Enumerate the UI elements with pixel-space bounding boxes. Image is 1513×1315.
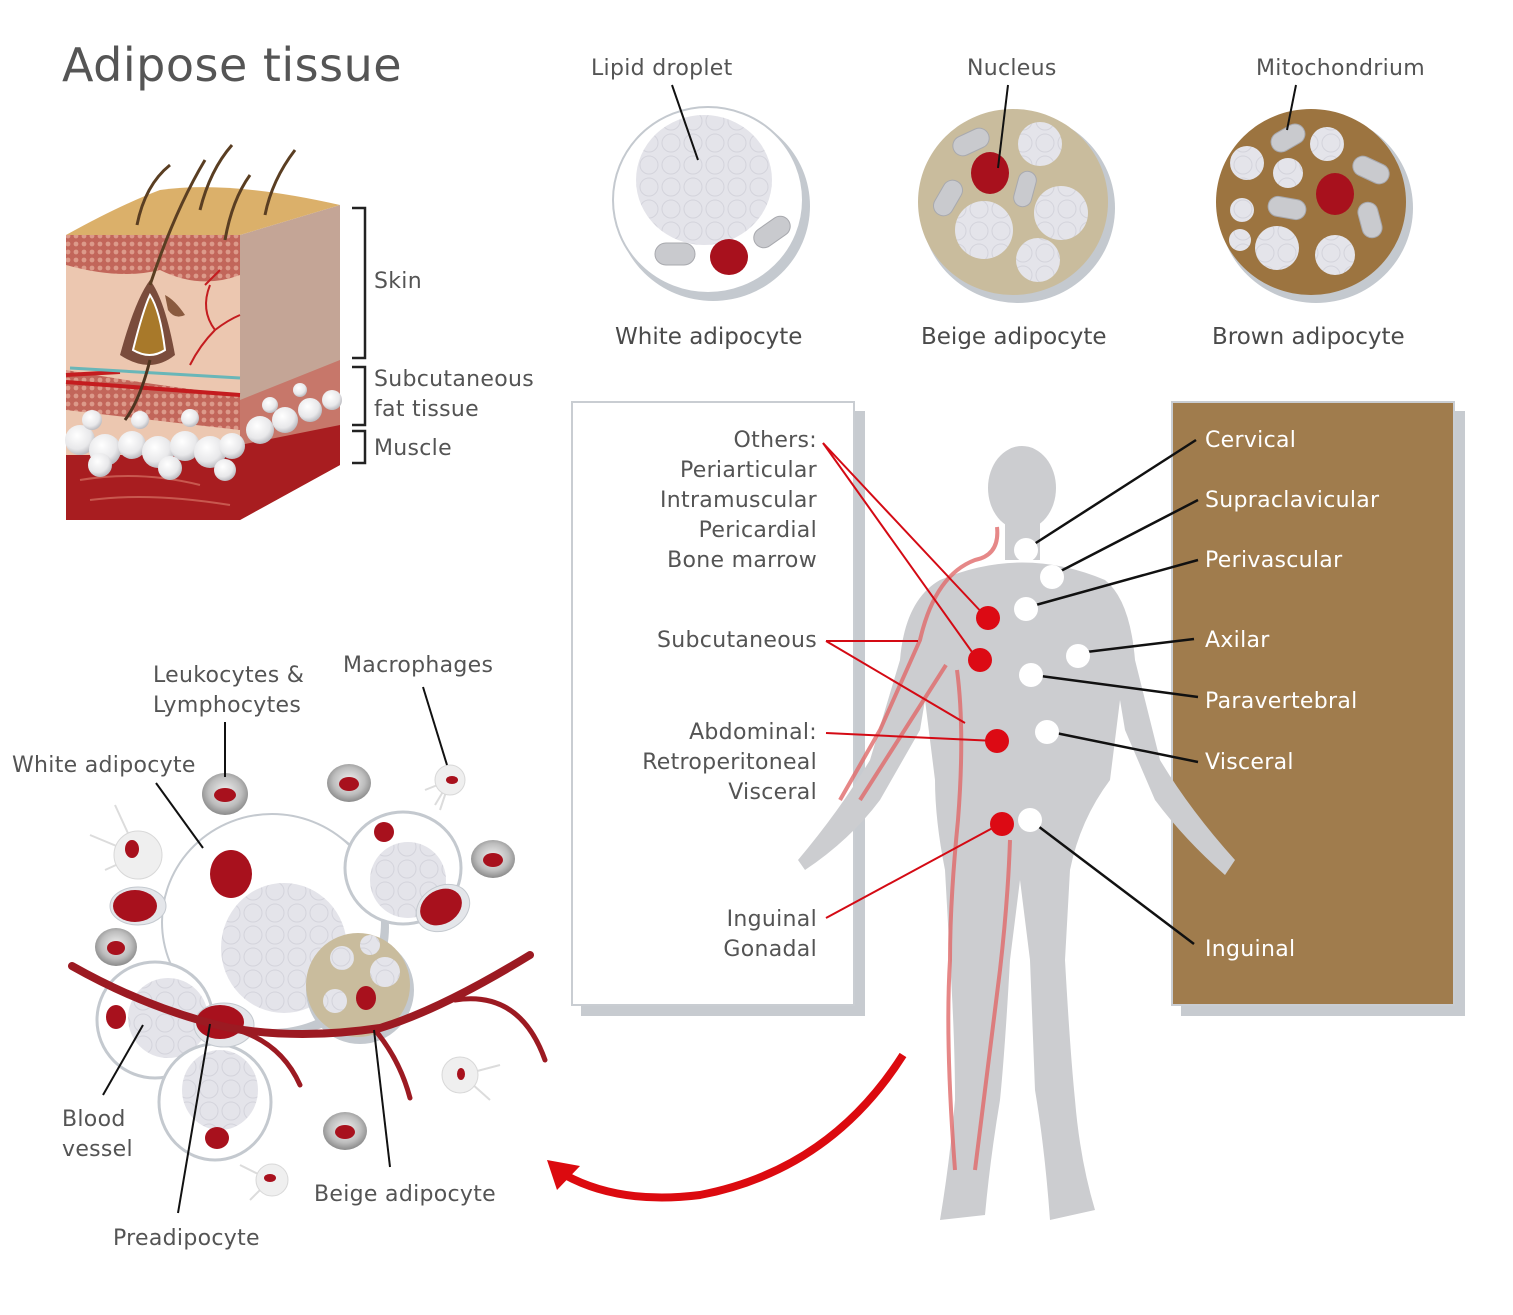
location-cervical: Cervical: [1205, 428, 1297, 453]
location-bone-marrow: Bone marrow: [667, 548, 817, 573]
tissue-composition-cluster: [68, 764, 548, 1201]
label-blood: Blood: [62, 1107, 126, 1132]
location-intramuscular: Intramuscular: [660, 488, 817, 513]
location-subcutaneous: Subcutaneous: [657, 628, 817, 653]
location-retroperitoneal: Retroperitoneal: [642, 750, 817, 775]
label-macrophages: Macrophages: [343, 653, 494, 678]
location-gonadal: Gonadal: [723, 937, 817, 962]
brown-fat-locations-panel: [1171, 401, 1455, 1006]
location-inguinal-brown: Inguinal: [1205, 937, 1296, 962]
location-supraclavicular: Supraclavicular: [1205, 488, 1380, 513]
marker-others-2: [968, 648, 992, 672]
location-inguinal-white: Inguinal: [726, 907, 817, 932]
white-fat-locations-panel: [571, 401, 855, 1006]
label-leukocytes: Leukocytes &: [153, 663, 305, 688]
callout-mitochondrium: Mitochondrium: [1256, 56, 1426, 81]
layer-label-skin: Skin: [374, 269, 422, 294]
white-fat-markers: [968, 606, 1014, 836]
white-adipocyte-cell: [612, 106, 810, 301]
caption-beige-adipocyte: Beige adipocyte: [921, 324, 1107, 350]
label-beige-adipocyte: Beige adipocyte: [314, 1182, 496, 1207]
label-preadipocyte: Preadipocyte: [113, 1226, 260, 1251]
label-lymphocytes: Lymphocytes: [153, 693, 302, 718]
location-periarticular: Periarticular: [679, 458, 817, 483]
page-title: Adipose tissue: [62, 38, 403, 92]
layer-label-fat-tissue: fat tissue: [374, 397, 479, 422]
location-abdominal: Abdominal:: [689, 720, 817, 745]
callout-nucleus: Nucleus: [967, 56, 1057, 81]
cell-callout-lines: [671, 84, 1297, 169]
beige-adipocyte-cell: [918, 109, 1115, 303]
marker-others-1: [976, 606, 1000, 630]
caption-brown-adipocyte: Brown adipocyte: [1212, 324, 1405, 350]
callout-lipid-droplet: Lipid droplet: [591, 56, 733, 81]
skin-cross-section: [65, 144, 342, 520]
label-white-adipocyte: White adipocyte: [12, 753, 196, 778]
location-pericardial: Pericardial: [698, 518, 817, 543]
brown-fat-markers: [1014, 538, 1090, 832]
location-paravertebral: Paravertebral: [1205, 689, 1358, 714]
layer-label-subcutaneous: Subcutaneous: [374, 367, 534, 392]
location-axilar: Axilar: [1205, 628, 1270, 653]
brown-fat-leader-lines: [1024, 438, 1199, 945]
label-vessel: vessel: [62, 1137, 133, 1162]
white-fat-leader-lines: [822, 442, 1001, 919]
layer-brackets: [352, 206, 367, 465]
location-perivascular: Perivascular: [1205, 548, 1343, 573]
marker-inguinal-gonadal: [990, 812, 1014, 836]
caption-white-adipocyte: White adipocyte: [615, 324, 803, 350]
location-visceral-white: Visceral: [728, 780, 817, 805]
marker-abdominal: [985, 729, 1009, 753]
arrow-icon: [547, 1052, 907, 1202]
brown-adipocyte-cell: [1216, 109, 1413, 303]
layer-label-muscle: Muscle: [374, 436, 452, 461]
location-others: Others:: [733, 428, 817, 453]
cluster-callout-lines: [102, 686, 448, 1214]
location-visceral-brown: Visceral: [1205, 750, 1294, 775]
